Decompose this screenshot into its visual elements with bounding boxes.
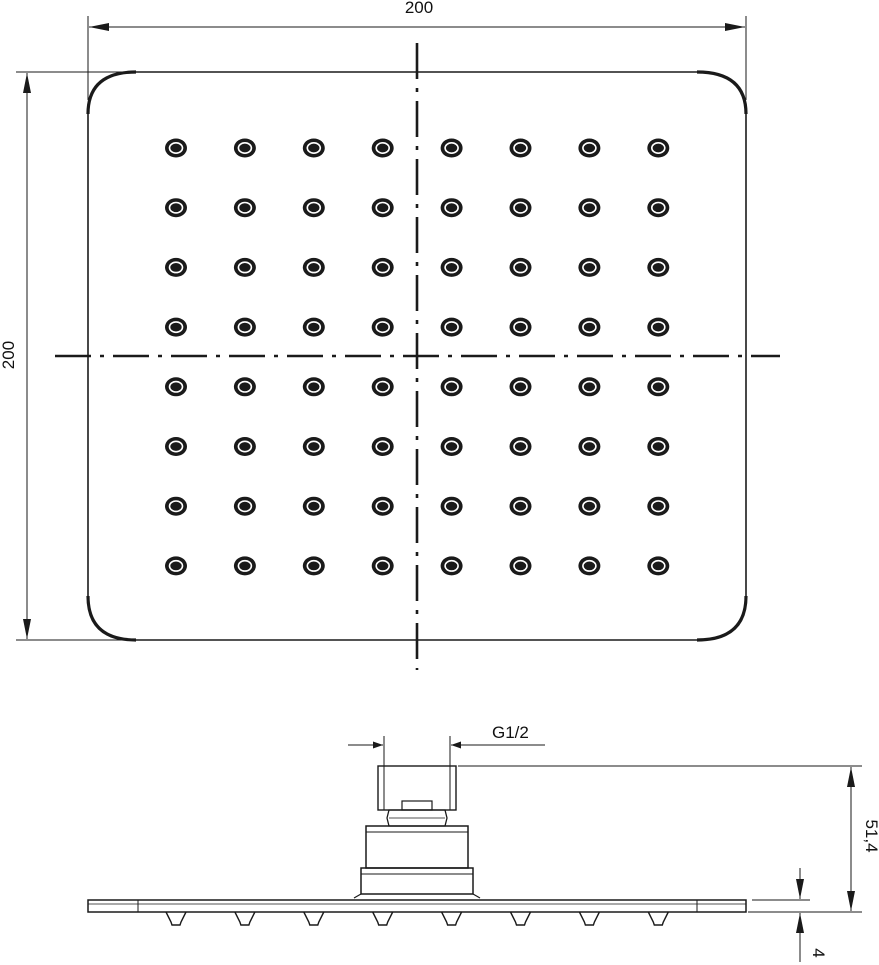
height-label: 200	[0, 341, 18, 369]
side-nozzles	[165, 911, 669, 926]
nozzle	[165, 198, 187, 218]
nozzle	[647, 138, 670, 158]
nozzle	[509, 317, 532, 337]
nozzle	[578, 138, 601, 158]
nozzle	[509, 496, 532, 516]
nozzle	[509, 138, 532, 158]
nozzle	[509, 377, 532, 397]
side-nozzle	[165, 911, 187, 926]
nozzle	[647, 257, 670, 277]
nozzle	[371, 377, 394, 397]
nozzle	[233, 496, 256, 516]
nozzle	[578, 198, 601, 218]
overall-height-label: 51,4	[862, 819, 879, 852]
connector-nut	[377, 765, 457, 811]
nozzle	[440, 496, 463, 516]
side-nozzle	[303, 911, 325, 926]
nozzle	[302, 138, 325, 158]
nozzle	[578, 377, 601, 397]
flange	[360, 867, 474, 895]
nozzle	[371, 257, 394, 277]
nozzle	[302, 496, 325, 516]
side-nozzle	[440, 911, 463, 926]
nozzle	[647, 198, 670, 218]
nozzle	[302, 198, 325, 218]
nozzle	[371, 496, 394, 516]
width-dimension	[87, 16, 747, 100]
nozzle	[509, 437, 532, 456]
side-nozzle	[647, 911, 669, 926]
nozzle-grid	[165, 138, 670, 576]
nozzle	[509, 257, 532, 277]
nozzle	[647, 377, 670, 397]
nozzle	[233, 257, 256, 277]
nozzle	[509, 198, 532, 218]
nozzle	[647, 496, 670, 516]
side-view	[87, 736, 862, 962]
width-label: 200	[405, 0, 433, 17]
nozzle	[165, 556, 187, 576]
nozzle	[578, 317, 601, 337]
nozzle	[371, 198, 394, 218]
nozzle	[371, 556, 394, 576]
nozzle	[233, 437, 256, 456]
nozzle	[647, 556, 670, 576]
nozzle	[302, 556, 325, 576]
nozzle	[578, 257, 601, 277]
nozzle	[233, 317, 256, 337]
nozzle	[440, 257, 463, 277]
side-nozzle	[509, 911, 532, 926]
nozzle	[302, 257, 325, 277]
thread-dimension	[348, 736, 545, 766]
nozzle	[165, 138, 187, 158]
thread-label: G1/2	[492, 723, 529, 742]
nozzle	[440, 138, 463, 158]
nozzle	[509, 556, 532, 576]
nozzle	[578, 437, 601, 456]
nozzle	[302, 377, 325, 397]
connector-neck	[401, 800, 433, 811]
nozzle	[647, 437, 670, 456]
plate-thickness-dimension	[752, 868, 810, 962]
side-nozzle	[578, 911, 601, 926]
nozzle	[371, 437, 394, 456]
plate-side	[87, 899, 747, 913]
nozzle	[578, 496, 601, 516]
nozzle	[233, 556, 256, 576]
nozzle	[371, 138, 394, 158]
nozzle	[165, 317, 187, 337]
overall-height-dimension	[458, 765, 862, 913]
nozzle	[302, 437, 325, 456]
nozzle	[165, 377, 187, 397]
side-nozzle	[372, 911, 394, 926]
height-dimension	[16, 71, 136, 641]
nozzle	[578, 556, 601, 576]
nozzle	[440, 198, 463, 218]
top-view	[16, 16, 780, 670]
nozzle	[371, 317, 394, 337]
nozzle	[165, 257, 187, 277]
nozzle	[440, 437, 463, 456]
nozzle	[165, 437, 187, 456]
nozzle	[440, 317, 463, 337]
nozzle	[233, 198, 256, 218]
plate-thickness-label: 4	[809, 948, 828, 957]
side-nozzle	[234, 911, 256, 926]
nozzle	[233, 138, 256, 158]
nozzle	[233, 377, 256, 397]
nozzle	[440, 377, 463, 397]
nozzle	[647, 317, 670, 337]
nozzle	[302, 317, 325, 337]
nozzle	[165, 496, 187, 516]
nozzle	[440, 556, 463, 576]
